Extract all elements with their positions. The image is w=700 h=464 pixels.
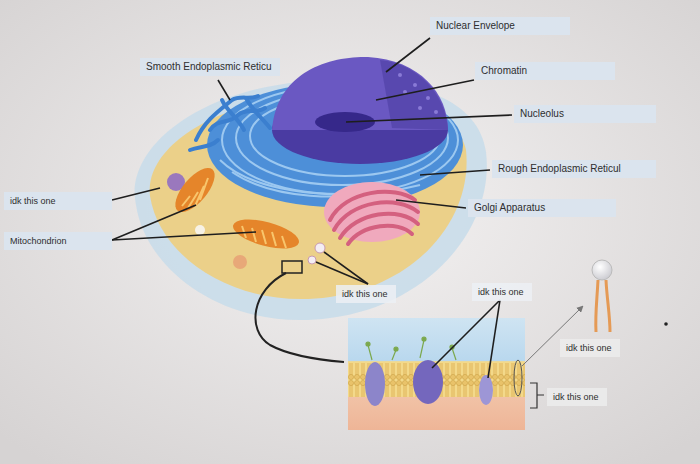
part-label: idk this one [336, 285, 396, 303]
vesicle [308, 256, 316, 264]
lipid-highlight [514, 360, 522, 396]
part-label: Smooth Endoplasmic Reticu [140, 58, 280, 76]
nucleolus [315, 112, 375, 132]
zoom-arrow [522, 306, 583, 366]
phospholipid-icon [592, 260, 612, 332]
part-label: Chromatin [475, 62, 615, 80]
zoom-curve [255, 273, 344, 362]
part-label: Mitochondrion [4, 232, 112, 250]
part-label: idk this one [560, 339, 620, 357]
part-label: Golgi Apparatus [468, 199, 616, 217]
vesicle [233, 255, 247, 269]
bilayer-bracket [530, 383, 544, 408]
part-label: idk this one [547, 388, 607, 406]
part-label: Nuclear Envelope [430, 17, 570, 35]
mitochondrion [230, 214, 302, 255]
membrane-protein [413, 360, 443, 404]
smooth-er [190, 96, 270, 150]
membrane-inset [348, 318, 525, 430]
mitochondrion [168, 162, 221, 219]
membrane-protein [365, 362, 385, 406]
part-label: Rough Endoplasmic Reticul [492, 160, 656, 178]
part-label: Nucleolus [514, 105, 656, 123]
part-label: idk this one [472, 283, 532, 301]
speck [664, 322, 668, 326]
zoom-box [282, 261, 302, 273]
membrane-protein [479, 375, 493, 405]
vesicle [315, 243, 325, 253]
vesicle [195, 225, 205, 235]
golgi-apparatus [324, 182, 420, 244]
leader-lines [112, 38, 512, 378]
part-label: idk this one [4, 192, 112, 210]
